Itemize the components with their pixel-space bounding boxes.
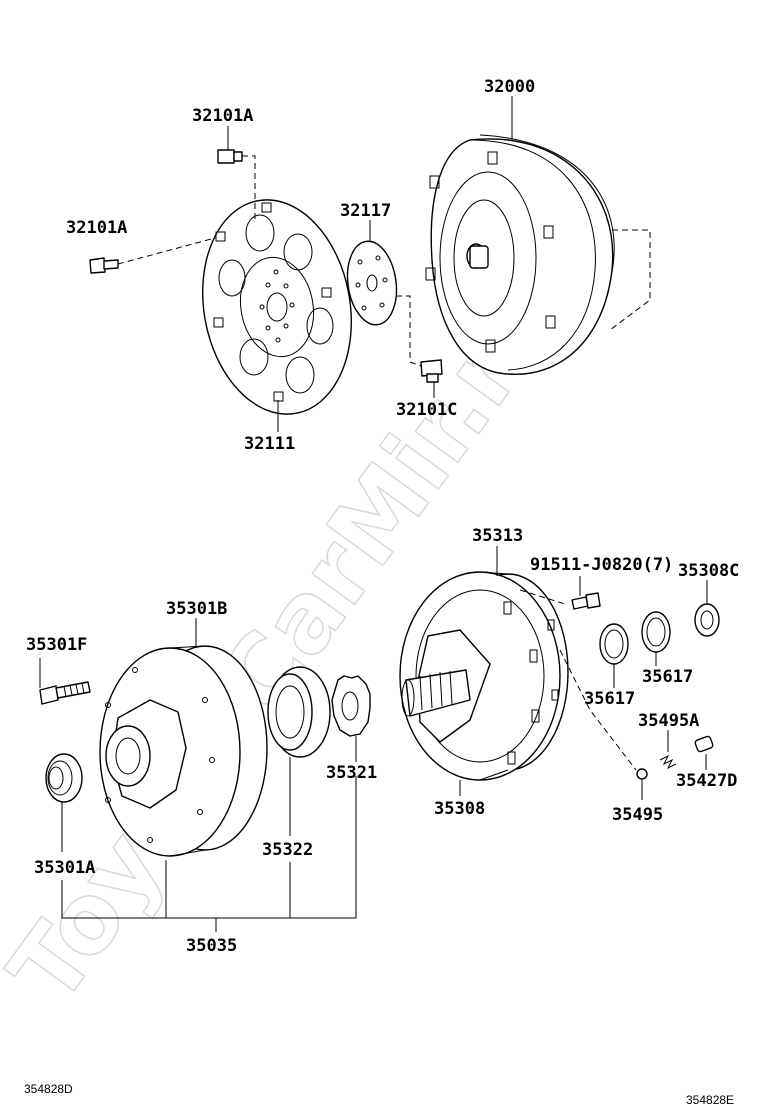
figure-code-right: 354828E xyxy=(686,1093,734,1107)
label-35308C: 35308C xyxy=(678,561,739,581)
bracket-35035 xyxy=(61,776,357,919)
label-35321: 35321 xyxy=(326,763,377,783)
label-32101C: 32101C xyxy=(396,400,457,420)
bolt-91511-J0820[interactable] xyxy=(571,592,601,610)
label-32101A-top: 32101A xyxy=(192,106,253,126)
oil-seal-35308C[interactable] xyxy=(694,603,720,637)
stator-shaft-35308[interactable] xyxy=(399,571,569,781)
leader-35495-dash xyxy=(559,649,637,771)
label-91511-J0820: 91511-J0820(7) xyxy=(530,555,673,575)
oil-seal-35301A[interactable] xyxy=(45,753,83,803)
driven-gear-35322[interactable] xyxy=(267,666,331,758)
spacer-plate-32117[interactable] xyxy=(342,238,401,328)
leader-32101A-top xyxy=(242,155,256,222)
label-35035: 35035 xyxy=(186,936,237,956)
label-35617-a: 35617 xyxy=(584,689,635,709)
label-35322: 35322 xyxy=(262,840,313,860)
spring-35495A[interactable] xyxy=(659,754,677,770)
label-35313: 35313 xyxy=(472,526,523,546)
bolt-35301F[interactable] xyxy=(39,681,91,705)
drive-gear-35321[interactable] xyxy=(331,675,371,737)
label-35495: 35495 xyxy=(612,805,663,825)
label-35427D: 35427D xyxy=(676,771,737,791)
label-32111: 32111 xyxy=(244,434,295,454)
plug-35427D[interactable] xyxy=(694,735,714,753)
figure-code-left: 354828D xyxy=(24,1082,73,1096)
leader-91511-dash xyxy=(519,589,566,605)
ball-35495[interactable] xyxy=(636,768,648,780)
pump-body-35301B[interactable] xyxy=(99,645,268,857)
seal-ring-35617-b[interactable] xyxy=(641,611,671,653)
drive-plate-32111[interactable] xyxy=(186,188,367,426)
label-35301A: 35301A xyxy=(34,858,95,878)
bolt-32101A-top[interactable] xyxy=(217,149,243,164)
label-35308: 35308 xyxy=(434,799,485,819)
label-32101A-left: 32101A xyxy=(66,218,127,238)
label-35301B: 35301B xyxy=(166,599,227,619)
bolt-32101C[interactable] xyxy=(420,359,443,383)
label-32117: 32117 xyxy=(340,201,391,221)
torque-converter-32000[interactable] xyxy=(425,134,651,375)
leader-32101C xyxy=(396,295,422,367)
label-35495A: 35495A xyxy=(638,711,699,731)
label-35617-b: 35617 xyxy=(642,667,693,687)
label-35301F: 35301F xyxy=(26,635,87,655)
label-32000: 32000 xyxy=(484,77,535,97)
seal-ring-35617-a[interactable] xyxy=(599,623,629,665)
leader-32101A-left xyxy=(117,237,216,265)
bolt-32101A-left[interactable] xyxy=(89,257,119,274)
